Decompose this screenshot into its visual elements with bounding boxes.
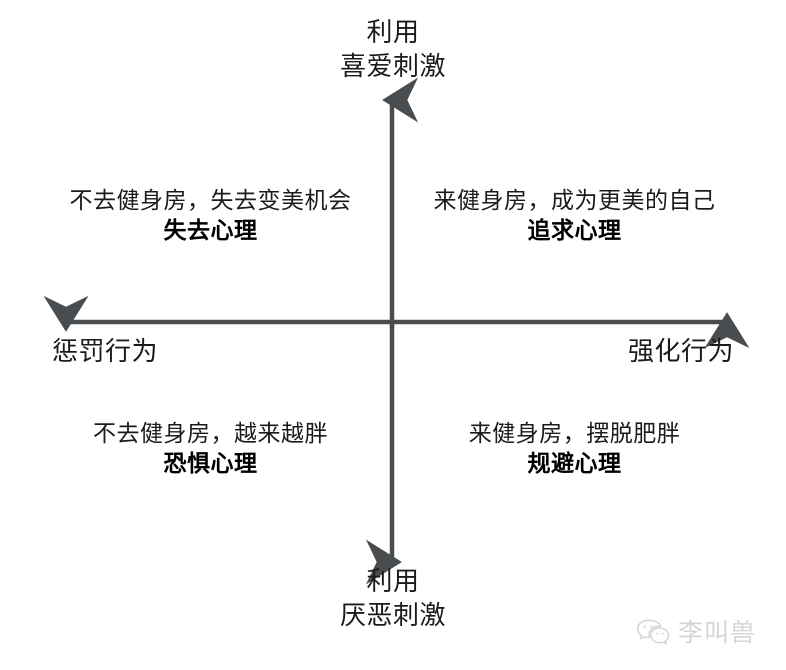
axis-label-top-line2: 喜爱刺激 — [339, 52, 446, 82]
watermark: 李叫兽 — [636, 618, 756, 648]
quadrant-top-left: 不去健身房，失去变美机会 失去心理 — [38, 186, 383, 246]
quadrant-top-left-description: 不去健身房，失去变美机会 — [69, 188, 352, 214]
quadrant-bottom-left-term: 恐惧心理 — [163, 451, 258, 477]
axis-label-right: 强化行为 — [627, 337, 734, 367]
quadrant-bottom-right: 来健身房，摆脱肥胖 规避心理 — [402, 419, 747, 479]
axis-label-top: 利用 喜爱刺激 — [0, 16, 786, 84]
quadrant-bottom-right-description: 来健身房，摆脱肥胖 — [468, 421, 681, 447]
quadrant-bottom-right-term: 规避心理 — [527, 451, 622, 477]
axis-label-top-line1: 利用 — [366, 18, 420, 48]
wechat-icon — [636, 619, 670, 645]
axis-label-bottom-line1: 利用 — [366, 567, 420, 597]
axis-label-bottom-line2: 厌恶刺激 — [339, 601, 446, 631]
quadrant-top-right-term: 追求心理 — [527, 218, 622, 244]
watermark-text: 李叫兽 — [678, 618, 757, 647]
quadrant-top-right: 来健身房，成为更美的自己 追求心理 — [402, 186, 747, 246]
quadrant-bottom-left-description: 不去健身房，越来越胖 — [93, 421, 328, 447]
quadrant-top-right-description: 来健身房，成为更美的自己 — [433, 188, 716, 214]
axis-label-left: 惩罚行为 — [52, 337, 159, 367]
axis-label-bottom: 利用 厌恶刺激 — [0, 565, 786, 633]
quadrant-top-left-term: 失去心理 — [163, 218, 258, 244]
quadrant-bottom-left: 不去健身房，越来越胖 恐惧心理 — [38, 419, 383, 479]
